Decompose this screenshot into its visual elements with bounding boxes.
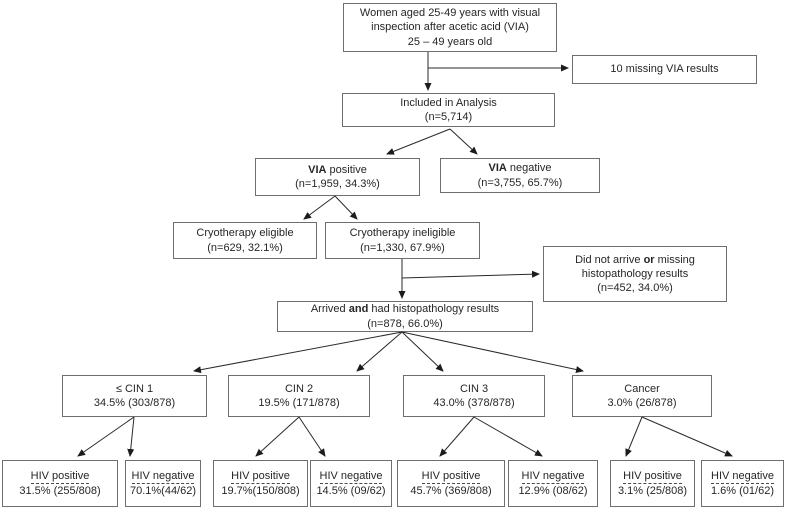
node-cin3: CIN 3 43.0% (378/878) [403,375,545,417]
arrow-viapos-to-cryo-eligible [303,195,336,220]
node-text-line: Did not arrive or missing [575,253,695,266]
arrow-cin3-to-hivpos [439,416,475,457]
node-cryotherapy-ineligible: Cryotherapy ineligible (n=1,330, 67.9%) [325,222,480,259]
node-text-line: HIV negative [521,469,585,484]
node-text-line: (n=1,959, 34.3%) [295,178,380,190]
node-text-line: 12.9% (08/62) [518,485,588,497]
node-cin2-hiv-negative: HIV negative 14.5% (09/62) [310,460,392,507]
arrow-cin2-to-hivneg [298,416,326,457]
node-text-line: (n=878, 66.0%) [367,317,443,330]
node-text-line: HIV positive [623,469,682,484]
node-text-line: 3.0% (26/878) [607,397,677,409]
arrow-to-did-not-arrive [401,270,540,279]
node-cin2-hiv-positive: HIV positive 19.7%(150/808) [213,460,308,507]
node-text-line: Cancer [624,382,660,395]
node-cancer: Cancer 3.0% (26/878) [572,375,712,417]
arrow-arrived-to-cancer [401,331,584,373]
node-text-line: 19.7%(150/808) [221,485,300,497]
node-text-line: 31.5% (255/808) [19,485,101,497]
node-text-line: Included in Analysis [400,96,497,109]
node-text-line: 10 missing VIA results [610,63,719,76]
node-cin3-hiv-negative: HIV negative 12.9% (08/62) [508,460,598,507]
node-text-line: (n=629, 32.1%) [207,241,283,254]
node-text-line: HIV negative [319,469,383,484]
node-text-line: CIN 2 [284,382,314,395]
arrow-viapos-to-cryo-ineligible [334,195,358,220]
node-source-population: Women aged 25-49 years with visual inspe… [343,3,557,52]
arrow-included-to-via-negative [449,128,478,155]
arrow-cin1-to-hivpos [77,416,135,457]
node-missing-via-results: 10 missing VIA results [572,55,757,84]
node-text-line: HIV positive [421,469,481,484]
node-text-line: VIA positive [308,163,367,176]
node-text-line: 45.7% (369/808) [410,485,492,497]
node-text-line: Cryotherapy ineligible [349,227,456,240]
node-text-line: inspection after acetic acid (VIA) [371,21,529,34]
node-text-line: 3.1% (25/808) [617,485,688,497]
node-text-line: (n=3,755, 65.7%) [477,176,563,189]
node-arrived-histopathology: Arrived and had histopathology results (… [277,301,533,332]
node-text-line: (n=452, 34.0%) [597,282,673,295]
node-text-line: VIA negative [488,162,552,175]
node-text-line: (n=1,330, 67.9%) [360,241,445,254]
node-via-positive: VIA positive (n=1,959, 34.3%) [255,158,420,196]
node-cin3-hiv-positive: HIV positive 45.7% (369/808) [397,460,505,507]
arrow-cin3-to-hivneg [473,416,543,457]
node-via-negative: VIA negative (n=3,755, 65.7%) [440,158,600,193]
node-did-not-arrive: Did not arrive or missing histopathology… [543,246,727,302]
node-cin1-hiv-negative: HIV negative 70.1%(44/62) [125,460,201,507]
node-text-line: 14.5% (09/62) [316,485,386,497]
arrow-cancer-to-hivpos [625,416,643,457]
arrow-included-to-via-positive [386,128,451,155]
node-text-line: 19.5% (171/878) [258,397,340,409]
node-text-line: histopathology results [581,267,689,280]
arrow-cancer-to-hivneg [641,416,733,457]
node-cin2: CIN 2 19.5% (171/878) [228,375,370,417]
node-text-line: 34.5% (303/878) [93,397,176,409]
node-text-line: HIV positive [231,469,290,484]
arrow-arrived-to-cin1 [193,331,403,374]
node-text-line: 43.0% (378/878) [433,397,515,409]
node-included-in-analysis: Included in Analysis (n=5,714) [342,93,555,127]
node-cancer-hiv-negative: HIV negative 1.6% (01/62) [701,460,784,507]
node-text-line: HIV positive [30,469,90,484]
node-text-line: HIV negative [131,469,195,484]
node-cancer-hiv-positive: HIV positive 3.1% (25/808) [610,460,695,507]
arrow-cin1-to-hivneg [127,416,135,457]
node-cin1-hiv-positive: HIV positive 31.5% (255/808) [2,460,118,507]
node-text-line: (n=5,714) [424,111,473,123]
arrow-arrived-to-cin3 [401,331,444,372]
node-text-line: Arrived and had histopathology results [310,303,500,316]
node-cryotherapy-eligible: Cryotherapy eligible (n=629, 32.1%) [173,222,317,259]
node-text-line: Cryotherapy eligible [196,227,294,240]
node-cin1: ≤ CIN 1 34.5% (303/878) [62,375,207,417]
node-text-line: ≤ CIN 1 [115,382,154,395]
node-text-line: Women aged 25-49 years with visual [359,7,541,20]
node-text-line: HIV negative [711,469,774,484]
arrow-cin2-to-hivpos [255,416,300,457]
node-text-line: 25 – 49 years old [407,35,493,48]
node-text-line: 70.1%(44/62) [129,485,197,497]
node-text-line: CIN 3 [459,382,489,395]
arrow-arrived-to-cin2 [356,331,403,372]
node-text-line: 1.6% (01/62) [711,485,774,497]
